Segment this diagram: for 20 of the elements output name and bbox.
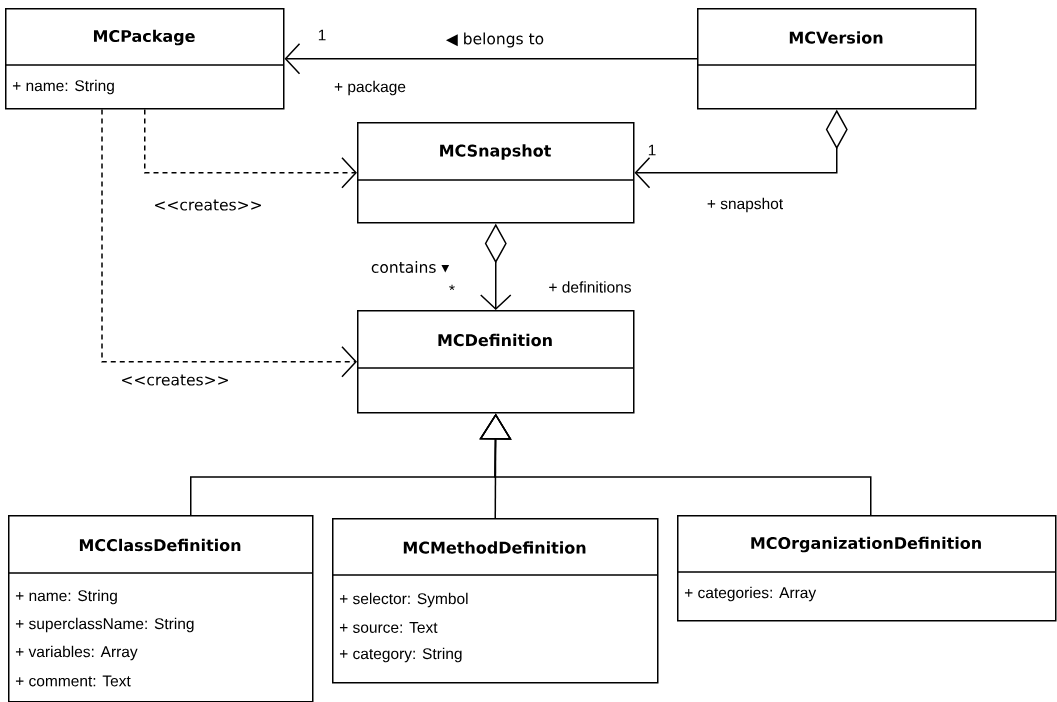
role-label: + snapshot xyxy=(707,197,783,213)
multiplicity-label: 1 xyxy=(648,144,656,156)
association-arrow xyxy=(284,43,698,75)
class-box: MCDefinition xyxy=(356,310,635,414)
class-box: MCPackage + name: String xyxy=(4,8,285,110)
multiplicity-label: 1 xyxy=(318,29,326,41)
edge-label: <<creates>> xyxy=(119,373,231,387)
class-box: MCMethodDefinition + selector: Symbol + source: Text + category: String xyxy=(331,518,659,684)
role-label: + package xyxy=(334,80,406,96)
class-box: MCClassDefinition + name: String + superclassName: String + variables: Array + comment: Text xyxy=(7,515,314,702)
dependency-arrow xyxy=(144,108,357,189)
edge-label: <<creates>> xyxy=(152,198,264,212)
dependency-arrow xyxy=(101,108,357,378)
edge-label: contains ▾ xyxy=(369,260,451,274)
role-label: + definitions xyxy=(549,281,631,293)
class-box: MCSnapshot xyxy=(356,122,635,224)
class-box: MCVersion xyxy=(696,8,977,110)
edge-label: ◀ belongs to xyxy=(444,31,546,49)
multiplicity-label: * xyxy=(449,284,455,291)
class-box: MCOrganizationDefinition + categories: Array xyxy=(676,515,1057,622)
